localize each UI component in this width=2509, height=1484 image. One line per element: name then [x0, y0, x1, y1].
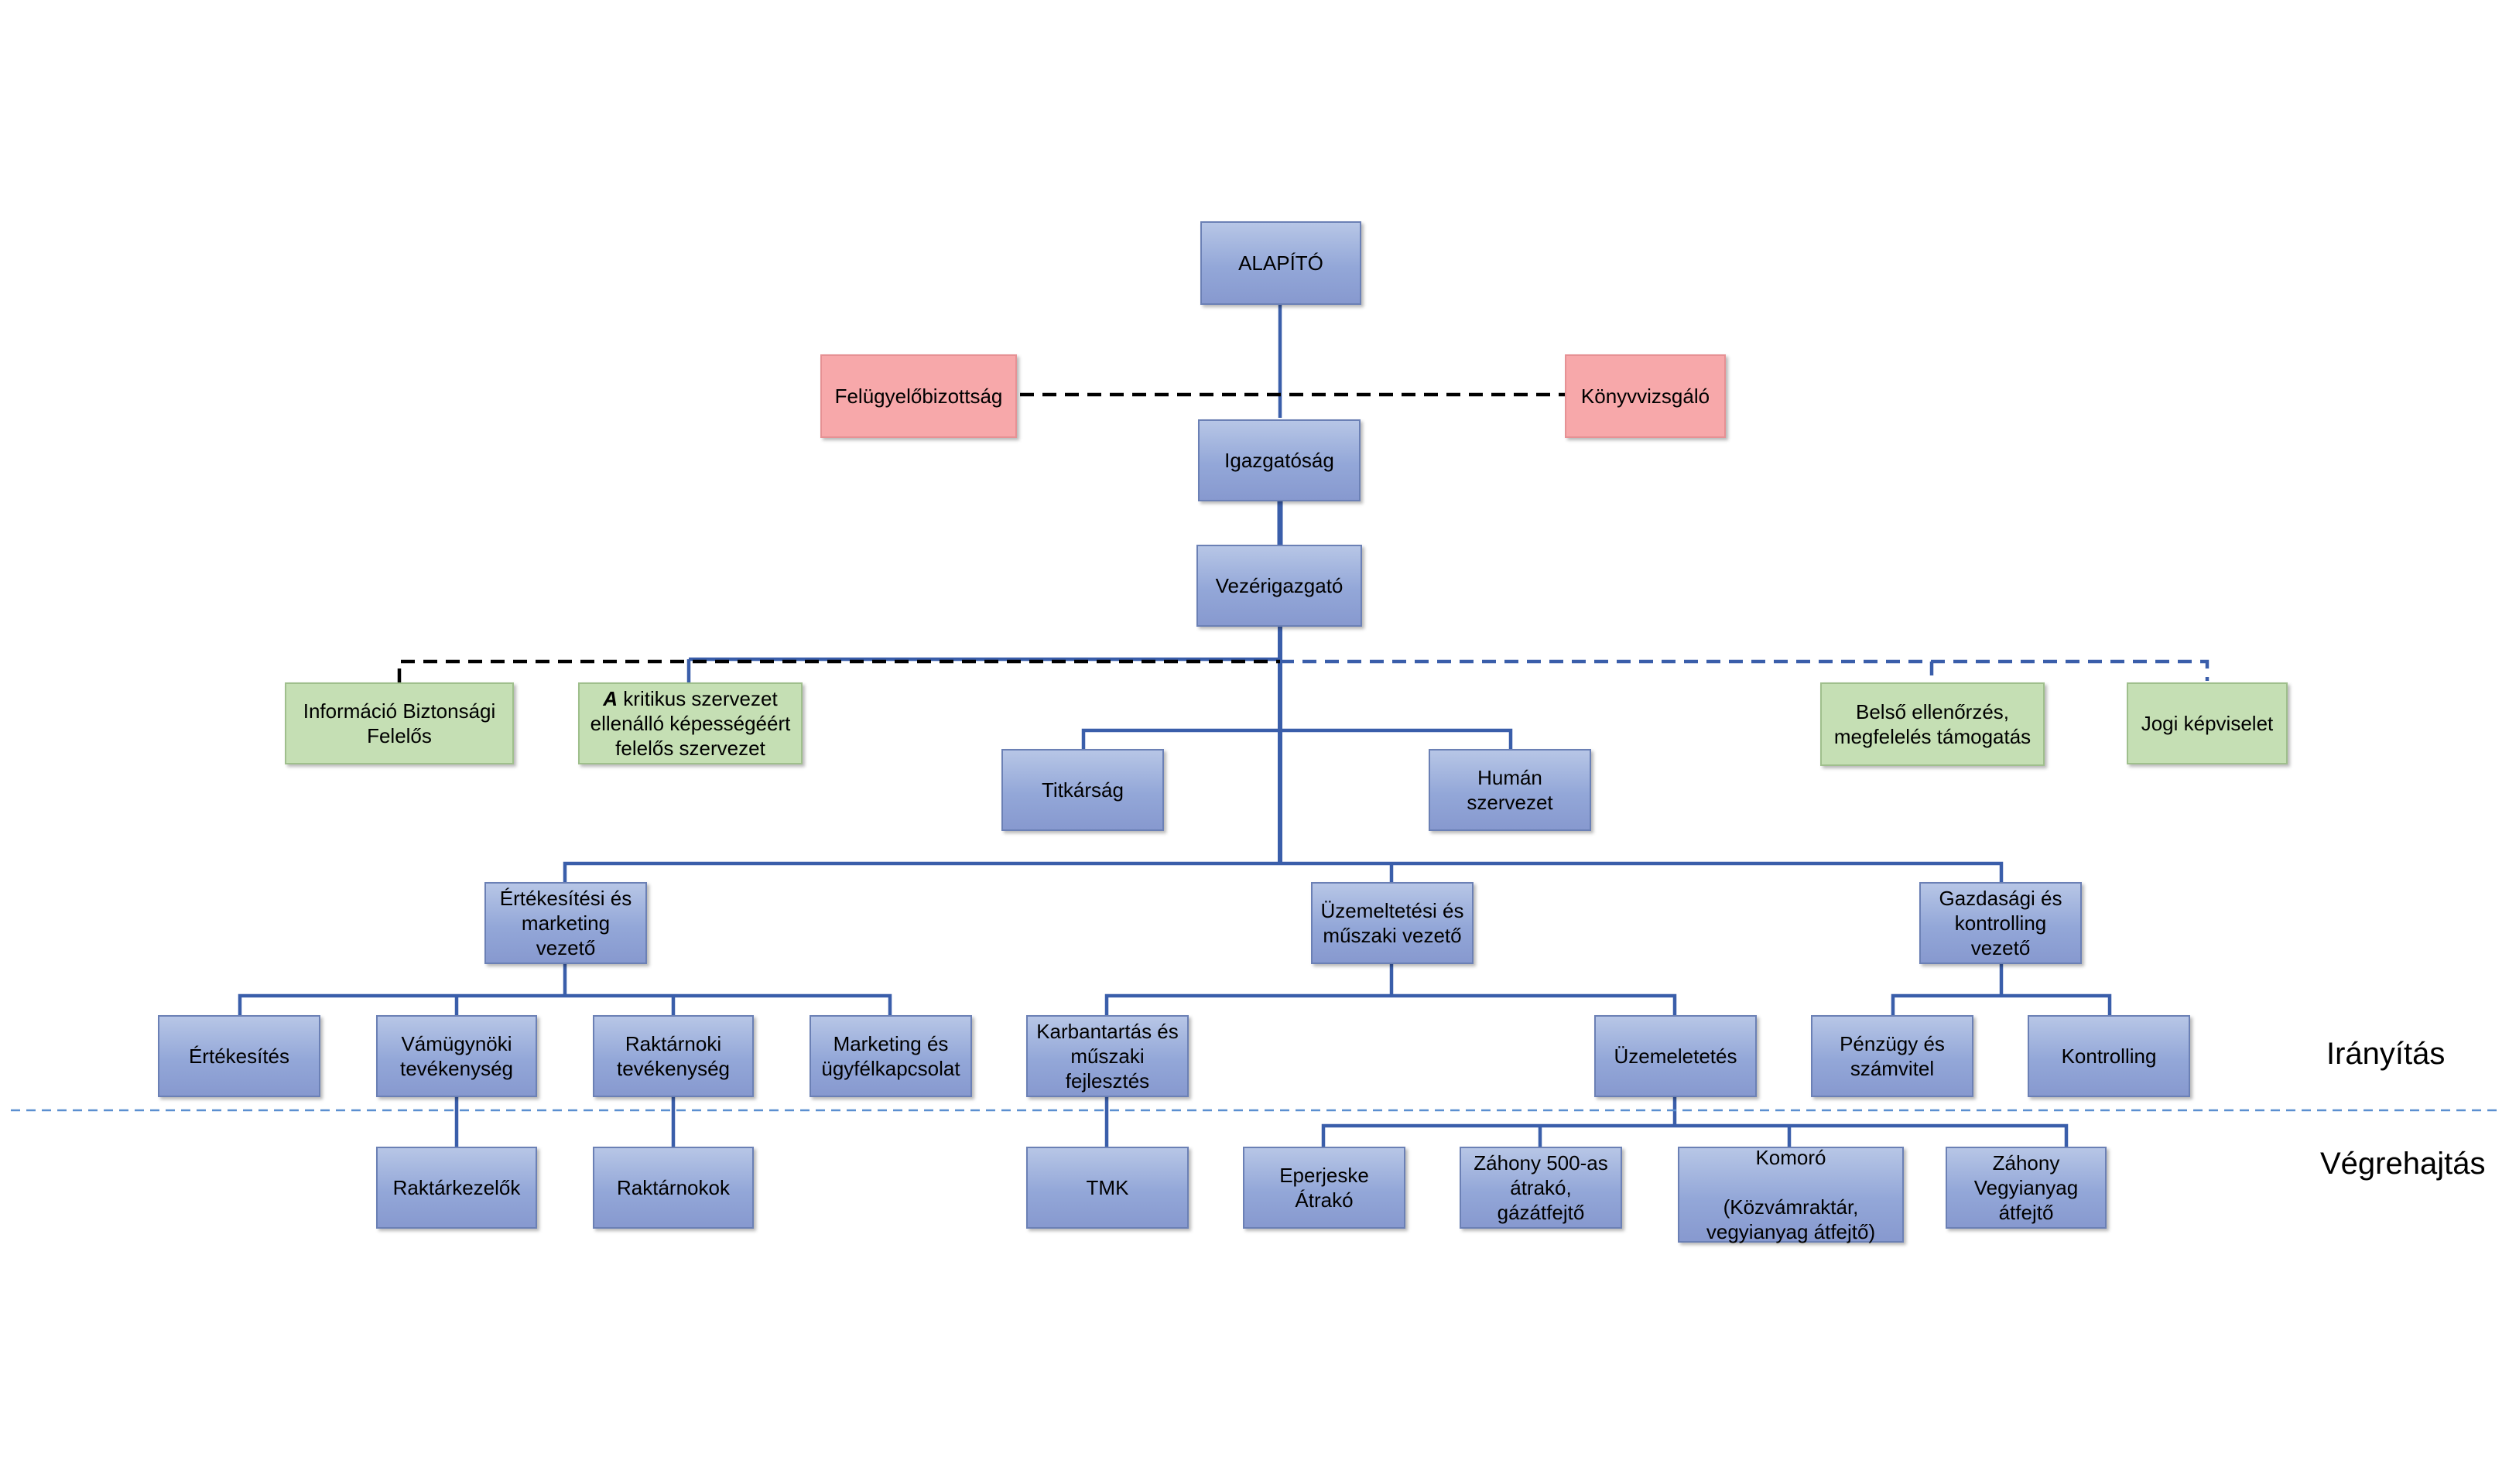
connector-lines: [238, 305, 2112, 1147]
line-right-staff-dashed: [1280, 659, 2209, 681]
node-kritikus-szervezet: A kritikus szervezet ellenálló képességé…: [578, 682, 803, 764]
node-felugyelobizottsag: Felügyelőbizottság: [820, 354, 1017, 438]
node-kontrolling: Kontrolling: [2028, 1015, 2190, 1097]
node-alapito: ALAPÍTÓ: [1200, 221, 1361, 305]
node-human-szervezet: Humán szervezet: [1429, 749, 1591, 831]
line-informacio-dashed: [397, 659, 1280, 682]
line-telephelyek: [1321, 1123, 2069, 1147]
kritikus-a-label: A: [603, 687, 618, 710]
line-gazd-children: [1891, 993, 2112, 1015]
node-marketing: Marketing és ügyfélkapcsolat: [810, 1015, 972, 1097]
node-zahony500: Záhony 500-as átrakó, gázátfejtő: [1460, 1147, 1622, 1229]
node-uzemeltetesi-vezeto: Üzemeltetési és műszaki vezető: [1311, 882, 1474, 964]
node-raktarkezelok: Raktárkezelők: [376, 1147, 537, 1229]
node-belso-ellenorzes: Belső ellenőrzés, megfelelés támogatás: [1820, 682, 2045, 766]
node-titkarsag: Titkárság: [1001, 749, 1164, 831]
line-ert-children: [238, 993, 892, 1015]
node-eperjeske: Eperjeske Átrakó: [1243, 1147, 1405, 1229]
node-gazdasagi-vezeto: Gazdasági és kontrolling vezető: [1919, 882, 2082, 964]
line-titkarsag-human: [1081, 728, 1513, 751]
node-vamugynoki: Vámügynöki tevékenység: [376, 1015, 537, 1097]
node-raktarnokok: Raktárnokok: [593, 1147, 754, 1229]
line-vezetok: [563, 861, 2004, 882]
level-label-vegrehajtas: Végrehajtás: [2320, 1147, 2486, 1181]
node-igazgatosag: Igazgatóság: [1198, 419, 1361, 501]
line-uzem-children: [1104, 993, 1677, 1015]
node-ertekesitesi-vezeto: Értékesítési és marketing vezető: [484, 882, 647, 964]
node-karbantartas: Karbantartás és műszaki fejlesztés: [1026, 1015, 1189, 1097]
node-komoro: Komoró (Közvámraktár, vegyianyag átfejtő…: [1678, 1146, 1904, 1243]
node-tmk: TMK: [1026, 1147, 1189, 1229]
node-ertekesites: Értékesítés: [158, 1015, 320, 1097]
level-label-iranyitas: Irányítás: [2326, 1037, 2446, 1071]
node-vezerigazgato: Vezérigazgató: [1196, 545, 1362, 627]
node-penzugy: Pénzügy és számvitel: [1811, 1015, 1973, 1097]
node-konyvvizsgalo: Könyvvizsgáló: [1565, 354, 1726, 438]
node-jogi-kepviselet: Jogi képviselet: [2127, 682, 2288, 764]
node-uzemeletetes: Üzemeletetés: [1594, 1015, 1757, 1097]
node-informacio-biztonsagi: Információ Biztonsági Felelős: [285, 682, 514, 764]
node-zahony-vegyianyag: Záhony Vegyianyag átfejtő: [1946, 1147, 2107, 1229]
node-raktarnoki: Raktárnoki tevékenység: [593, 1015, 754, 1097]
kritikus-rest-label: kritikus szervezet ellenálló képességéér…: [590, 687, 791, 760]
